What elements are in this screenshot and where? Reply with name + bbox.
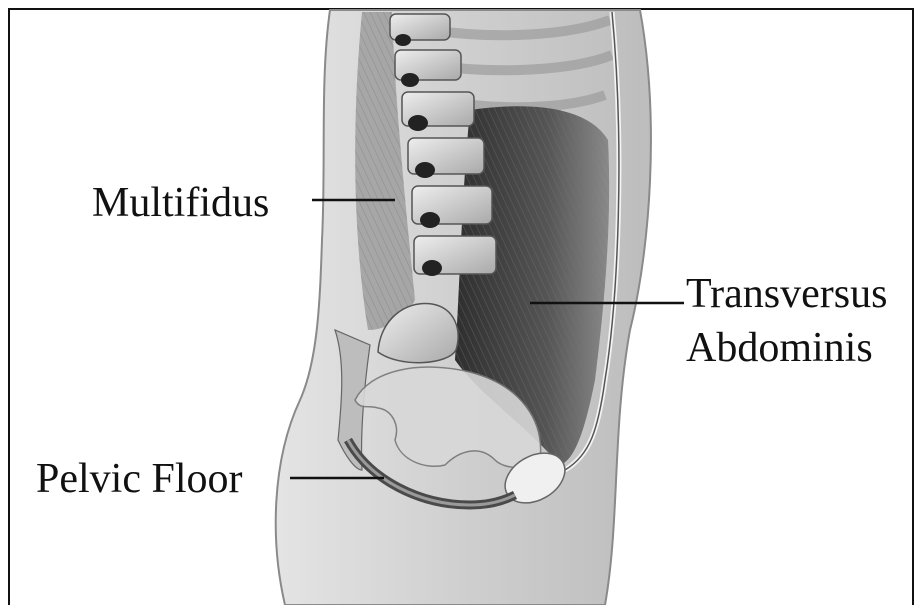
transversus-label-line1: Transversus bbox=[686, 268, 887, 322]
multifidus-label: Multifidus bbox=[92, 182, 269, 224]
transversus-label-line2: Abdominis bbox=[686, 322, 887, 376]
pelvic-floor-label: Pelvic Floor bbox=[36, 458, 243, 500]
transversus-abdominis-label: Transversus Abdominis bbox=[686, 268, 887, 376]
